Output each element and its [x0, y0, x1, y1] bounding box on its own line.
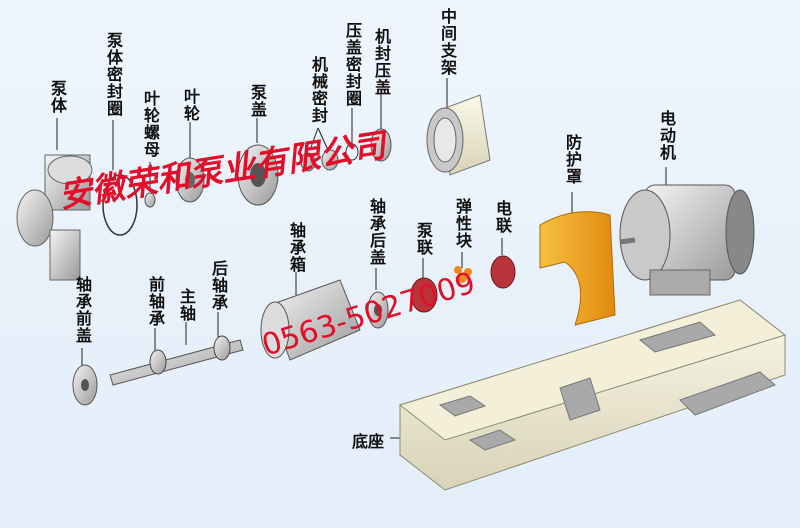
label-motor: 电动机 — [657, 110, 676, 161]
guard-part — [539, 211, 616, 326]
label-pump-body-seal-ring: 泵体密封圈 — [104, 32, 123, 117]
label-bearing-box: 轴承箱 — [287, 222, 306, 273]
label-base: 底座 — [352, 432, 385, 451]
middle-bracket-part — [426, 94, 491, 176]
main-shaft-part — [109, 339, 244, 386]
bearing-box-part — [260, 279, 361, 361]
mechanical-seal-part — [300, 149, 339, 172]
impeller-nut-part — [144, 192, 156, 208]
elastic-block-part — [454, 266, 472, 283]
bearing-front-cover-part — [72, 364, 98, 406]
label-mechanical-seal: 机械密封 — [309, 56, 328, 124]
pump-body-seal-ring-part — [102, 174, 138, 236]
label-pump-coupling: 泵联 — [414, 222, 433, 256]
label-gland-seal-ring: 压盖密封圈 — [343, 22, 362, 107]
base-part — [398, 299, 787, 491]
label-seal-gland: 机封压盖 — [372, 28, 391, 96]
pump-body-part — [16, 154, 93, 281]
label-front-bearing: 前轴承 — [146, 276, 165, 327]
gland-seal-ring-part — [345, 143, 359, 161]
label-rear-bearing: 后轴承 — [209, 260, 228, 311]
label-middle-bracket: 中间支架 — [438, 8, 457, 76]
label-main-shaft: 主轴 — [177, 288, 196, 322]
label-elastic-block: 弹性块 — [453, 198, 472, 249]
impeller-part — [175, 157, 205, 203]
seal-gland-part — [370, 128, 392, 162]
rear-bearing-part — [213, 335, 231, 361]
motor-part — [619, 184, 755, 296]
pump-cover-part — [237, 144, 279, 206]
label-bearing-rear-cover: 轴承后盖 — [367, 198, 386, 266]
label-motor-coupling: 电联 — [493, 200, 512, 234]
label-impeller-nut: 叶轮螺母 — [141, 90, 160, 158]
bearing-rear-cover-part — [367, 291, 389, 329]
label-pump-cover: 泵盖 — [248, 84, 267, 118]
label-bearing-front-cover: 轴承前盖 — [73, 276, 92, 344]
motor-coupling-part — [490, 255, 516, 289]
label-pump-body: 泵体 — [48, 80, 67, 114]
label-impeller: 叶轮 — [181, 88, 200, 122]
front-bearing-part — [149, 349, 167, 375]
pump-coupling-part — [410, 277, 438, 313]
label-guard: 防护罩 — [563, 134, 582, 185]
